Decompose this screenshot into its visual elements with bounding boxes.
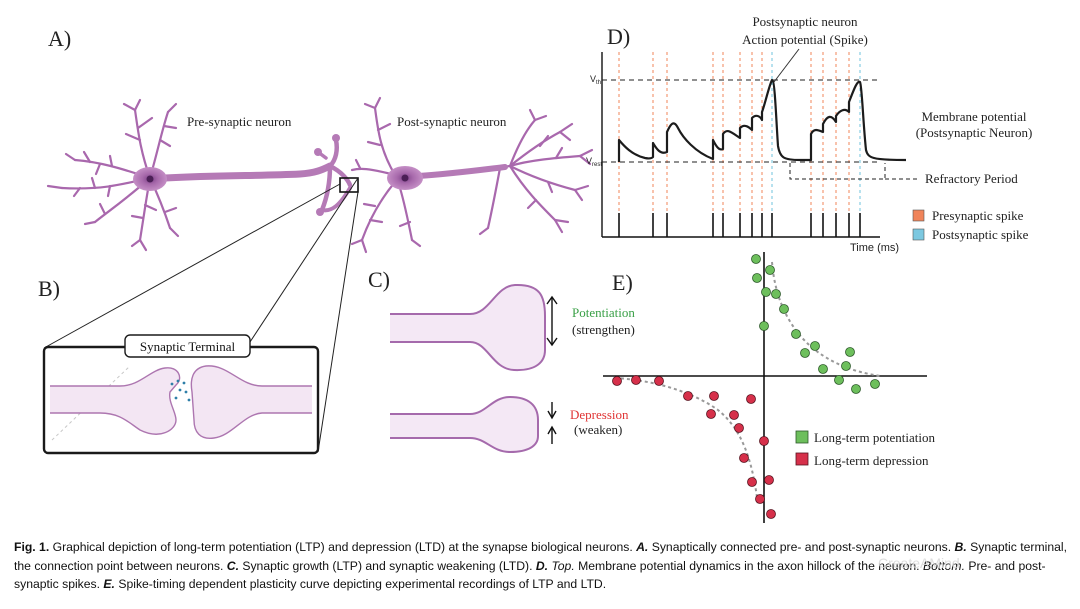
ltp-points (751, 254, 880, 394)
panel-c: C) Potentiation (strengthen) Depression … (368, 267, 635, 454)
spike-annotation-pointer (773, 48, 800, 83)
caption-intro: Graphical depiction of long-term potenti… (49, 540, 637, 554)
time-axis-label: Time (ms) (850, 242, 899, 254)
figure-caption: Fig. 1. Graphical depiction of long-term… (14, 538, 1072, 594)
caption-d-top: Top. (551, 558, 575, 573)
synaptic-terminal-tag: Synaptic Terminal (124, 334, 251, 358)
panel-d-label: D) (607, 24, 630, 49)
membrane-label-line2: (Postsynaptic Neuron) (916, 125, 1033, 140)
depressed-spine (390, 395, 539, 454)
potentiated-spine (390, 283, 546, 372)
caption-d-label: D. (535, 558, 549, 573)
figure-canvas: A) Pre-synaptic neuron Post-synaptic neu… (38, 14, 1032, 523)
refractory-bracket (789, 163, 886, 180)
caption-d-bottom-text: Pre- and post-synaptic spikes. (14, 558, 1046, 592)
presynaptic-terminal (50, 367, 181, 435)
panel-c-label: C) (368, 267, 390, 292)
panel-e-label: E) (612, 270, 633, 295)
weaken-label: (weaken) (574, 422, 622, 437)
spike-raster (618, 213, 861, 237)
panel-b: B) Synaptic Terminal (38, 177, 359, 455)
depression-label: Depression (570, 407, 629, 422)
pre-synaptic-label: Pre-synaptic neuron (187, 114, 292, 129)
ltp-legend-swatch (795, 430, 809, 444)
caption-c-label: C. (226, 558, 239, 573)
e-legend: Long-term potentiation Long-term depress… (795, 430, 935, 468)
pre-synaptic-nucleus (146, 175, 154, 183)
caption-c-text: Synaptic growth (LTP) and synaptic weake… (238, 558, 536, 573)
neurotransmitters (170, 379, 191, 402)
caption-fig-label: Fig. 1. (14, 540, 50, 554)
caption-b-text: Synaptic terminal, the connection point … (14, 540, 1067, 573)
caption-d-bottom: Bottom. (922, 558, 965, 573)
post-synaptic-label: Post-synaptic neuron (397, 114, 507, 129)
postsynaptic-terminal (190, 365, 312, 439)
ltp-fit-curve (771, 261, 881, 377)
panel-a: A) Pre-synaptic neuron Post-synaptic neu… (46, 26, 594, 254)
spike-annotation-line2: Action potential (Spike) (742, 32, 868, 47)
postsynaptic-legend-label: Postsynaptic spike (932, 227, 1029, 242)
d-legend: Presynaptic spike Postsynaptic spike (912, 208, 1029, 242)
synaptic-terminal-label: Synaptic Terminal (140, 339, 236, 354)
caption-e-text: Spike-timing dependent plasticity curve … (114, 577, 607, 592)
ltd-fit-curve (614, 377, 759, 506)
refractory-label: Refractory Period (925, 171, 1018, 186)
presynaptic-legend-swatch (912, 209, 925, 222)
ltd-points (612, 375, 776, 519)
panel-b-label: B) (38, 276, 60, 301)
caption-e-label: E. (103, 577, 115, 592)
post-synaptic-nucleus (401, 174, 409, 182)
caption-b-label: B. (954, 540, 967, 554)
panel-e: E) Long-term potentiation Long-term depr… (603, 252, 935, 523)
caption-a-label: A. (636, 540, 649, 554)
panel-d: D) Postsynaptic neuron Action potential … (586, 14, 1032, 254)
postsynaptic-legend-swatch (912, 228, 925, 241)
strengthen-label: (strengthen) (572, 322, 635, 337)
vth-label: Vth (590, 74, 601, 86)
potentiation-label: Potentiation (572, 305, 635, 320)
ltp-legend-label: Long-term potentiation (814, 430, 935, 445)
watermark: CreateAMind (878, 555, 960, 571)
caption-a-text: Synaptically connected pre- and post-syn… (648, 540, 955, 554)
membrane-label-line1: Membrane potential (921, 109, 1026, 124)
vrest-label: Vrest (586, 156, 602, 168)
presynaptic-legend-label: Presynaptic spike (932, 208, 1024, 223)
spike-annotation-line1: Postsynaptic neuron (752, 14, 858, 29)
caption-d-text: Membrane potential dynamics in the axon … (574, 558, 923, 573)
post-synaptic-neuron (350, 96, 594, 254)
panel-a-label: A) (48, 26, 71, 51)
membrane-potential-trace (617, 78, 907, 162)
ltd-legend-swatch (795, 452, 809, 466)
ltd-legend-label: Long-term depression (814, 453, 929, 468)
